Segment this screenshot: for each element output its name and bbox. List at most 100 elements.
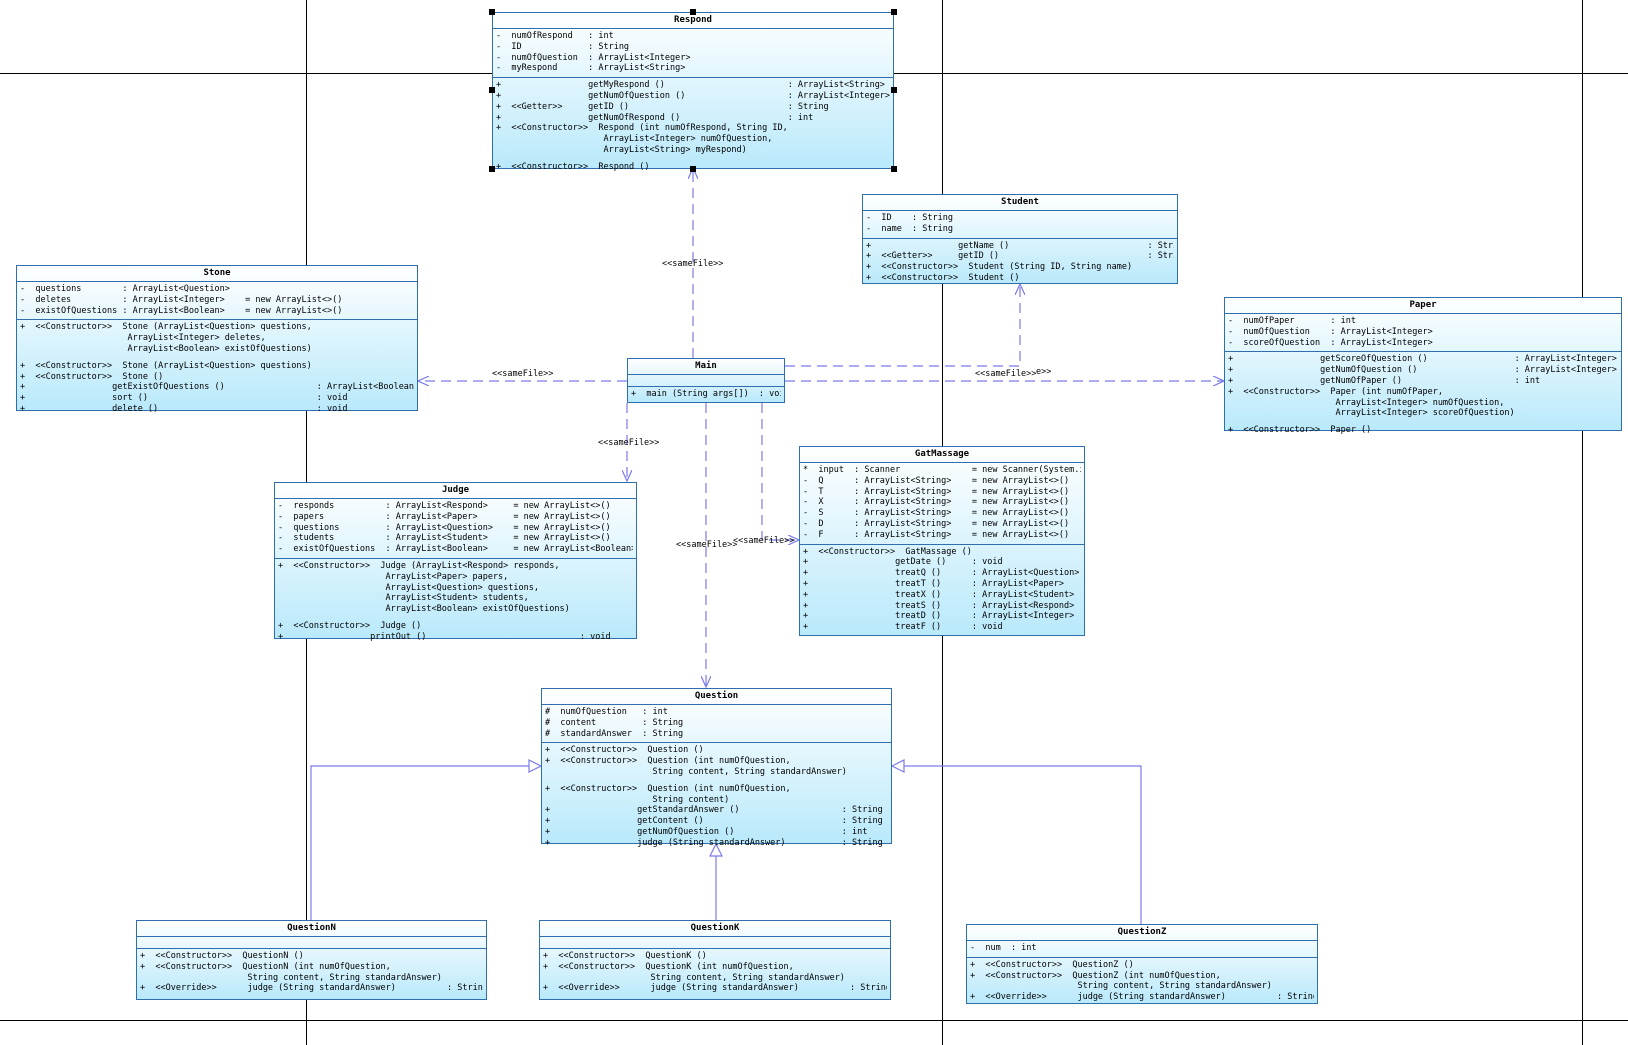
selection-handle-w[interactable] [489, 87, 495, 93]
class-questionz[interactable]: QuestionZ- num : int+ <<Constructor>> Qu… [966, 924, 1318, 1004]
attribute-row[interactable]: - name : String [866, 223, 953, 234]
attribute-row[interactable]: - F : ArrayList<String> = new ArrayList<… [803, 529, 1070, 540]
attribute-row[interactable]: - D : ArrayList<String> = new ArrayList<… [803, 518, 1070, 529]
attribute-row[interactable]: # content : String [545, 717, 684, 728]
class-questionn[interactable]: QuestionN+ <<Constructor>> QuestionN ()+… [136, 920, 487, 1000]
operation-row[interactable]: + <<Constructor>> GatMassage () [803, 546, 972, 557]
operation-row[interactable]: + judge (String standardAnswer) : String [545, 837, 883, 848]
attribute-row[interactable]: - scoreOfQuestion : ArrayList<Integer> [1228, 337, 1433, 348]
operation-row[interactable]: + getMyRespond () : ArrayList<String> [496, 80, 885, 91]
selection-handle-s[interactable] [690, 166, 696, 172]
operation-row[interactable]: ArrayList<Question> questions, [278, 582, 539, 593]
operation-row[interactable]: + treatF () : void [803, 622, 1003, 633]
attribute-row[interactable]: - students : ArrayList<Student> = new Ar… [278, 533, 611, 544]
operation-row[interactable]: + getName () : String [866, 240, 1174, 251]
operation-row[interactable]: + <<Constructor>> Judge (ArrayList<Respo… [278, 560, 560, 571]
class-student[interactable]: Student- ID : String- name : String+ get… [862, 194, 1178, 284]
operation-row[interactable]: String content, String standardAnswer) [543, 972, 845, 983]
operation-row[interactable]: + treatQ () : ArrayList<Question> [803, 568, 1080, 579]
operation-row[interactable]: ArrayList<Boolean> existOfQuestions) [278, 604, 570, 615]
attribute-row[interactable]: - existOfQuestions : ArrayList<Boolean> … [20, 305, 343, 316]
attribute-row[interactable]: # numOfQuestion : int [545, 707, 668, 717]
operation-row[interactable]: + <<Constructor>> QuestionK (int numOfQu… [543, 961, 794, 972]
attribute-row[interactable]: - deletes : ArrayList<Integer> = new Arr… [20, 294, 343, 305]
operation-row[interactable]: + <<Constructor>> QuestionZ () [970, 959, 1134, 970]
attribute-row[interactable]: - T : ArrayList<String> = new ArrayList<… [803, 486, 1070, 497]
selection-handle-se[interactable] [891, 166, 897, 172]
operation-row[interactable]: + <<Constructor>> QuestionZ (int numOfQu… [970, 970, 1221, 981]
attribute-row[interactable]: - myRespond : ArrayList<String> [496, 63, 686, 74]
operation-row[interactable]: + main (String args[]) : void [631, 389, 781, 399]
operation-row[interactable]: ArrayList<Integer> scoreOfQuestion) [1228, 408, 1515, 419]
operation-row[interactable]: + treatT () : ArrayList<Paper> [803, 578, 1064, 589]
operation-row[interactable]: + <<Constructor>> Respond (int numOfResp… [496, 123, 788, 134]
attribute-row[interactable]: - S : ArrayList<String> = new ArrayList<… [803, 508, 1070, 519]
attribute-row[interactable]: - ID : String [866, 213, 953, 223]
operation-row[interactable]: String content, String standardAnswer) [545, 766, 847, 777]
operation-row[interactable]: ArrayList<Integer> numOfQuestion, [496, 134, 773, 145]
operation-row[interactable]: ArrayList<Paper> papers, [278, 571, 509, 582]
operation-row[interactable]: + <<Constructor>> QuestionK () [543, 951, 707, 961]
operation-row[interactable]: + getContent () : String [545, 816, 883, 827]
operation-row[interactable]: String content, String standardAnswer) [140, 972, 442, 983]
attribute-row[interactable]: - X : ArrayList<String> = new ArrayList<… [803, 497, 1070, 508]
operation-row[interactable]: + <<Constructor>> Question (int numOfQue… [545, 756, 791, 767]
operation-row[interactable]: + <<Constructor>> Paper () [1228, 425, 1372, 436]
operation-row[interactable]: + getNumOfQuestion () : ArrayList<Intege… [496, 90, 890, 101]
operation-row[interactable]: + <<Constructor>> Paper (int numOfPaper, [1228, 386, 1443, 397]
operation-row[interactable]: ArrayList<Integer> deletes, [20, 333, 266, 344]
operation-row[interactable]: + <<Constructor>> Question (int numOfQue… [545, 783, 791, 794]
operation-row[interactable]: + getExistOfQuestions () : ArrayList<Boo… [20, 382, 414, 393]
operation-row[interactable]: + <<Constructor>> QuestionN (int numOfQu… [140, 961, 391, 972]
operation-row[interactable]: + <<Constructor>> Stone (ArrayList<Quest… [20, 360, 312, 371]
attribute-row[interactable]: - numOfPaper : int [1228, 316, 1356, 326]
attribute-row[interactable]: - num : int [970, 943, 1037, 953]
operation-row[interactable]: + <<Override>> judge (String standardAns… [140, 983, 483, 994]
class-gatmassage[interactable]: GatMassage* input : Scanner = new Scanne… [799, 446, 1085, 636]
attribute-row[interactable]: # standardAnswer : String [545, 728, 684, 739]
class-judge[interactable]: Judge- responds : ArrayList<Respond> = n… [274, 482, 637, 642]
operation-row[interactable]: + <<Constructor>> Student () [866, 272, 1020, 283]
operation-row[interactable]: + getNumOfRespond () : int [496, 112, 814, 123]
attribute-row[interactable]: - questions : ArrayList<Question> [20, 284, 230, 294]
operation-row[interactable]: + <<Constructor>> Respond () [496, 161, 650, 172]
operation-row[interactable]: + getStandardAnswer () : String [545, 805, 883, 816]
operation-row[interactable]: + <<Constructor>> Judge () [278, 620, 422, 631]
operation-row[interactable]: String content) [545, 794, 730, 805]
attribute-row[interactable]: - papers : ArrayList<Paper> = new ArrayL… [278, 511, 611, 522]
class-question[interactable]: Question# numOfQuestion : int# content :… [541, 688, 892, 848]
operation-row[interactable]: + sort () : void [20, 393, 348, 404]
attribute-row[interactable]: - Q : ArrayList<String> = new ArrayList<… [803, 475, 1070, 486]
selection-handle-e[interactable] [891, 87, 897, 93]
operation-row[interactable]: + getScoreOfQuestion () : ArrayList<Inte… [1228, 354, 1617, 365]
operation-row[interactable]: + treatS () : ArrayList<Respond> [803, 600, 1075, 611]
operation-row[interactable]: + printOut () : void [278, 631, 611, 642]
operation-row[interactable]: + <<Constructor>> Stone (ArrayList<Quest… [20, 322, 312, 333]
operation-row[interactable]: + <<Getter>> getID () : String [496, 101, 829, 112]
operation-row[interactable]: + <<Override>> judge (String standardAns… [970, 992, 1314, 1003]
attribute-row[interactable]: - questions : ArrayList<Question> = new … [278, 522, 611, 533]
class-stone[interactable]: Stone- questions : ArrayList<Question>- … [16, 265, 418, 414]
operation-row[interactable]: + delete () : void [20, 403, 348, 414]
attribute-row[interactable]: - numOfQuestion : ArrayList<Integer> [1228, 326, 1433, 337]
operation-row[interactable]: String content, String standardAnswer) [970, 981, 1272, 992]
operation-row[interactable]: + getNumOfQuestion () : int [545, 826, 868, 837]
operation-row[interactable]: + getNumOfPaper () : int [1228, 375, 1541, 386]
operation-row[interactable]: + <<Getter>> getID () : String [866, 251, 1174, 262]
class-paper[interactable]: Paper- numOfPaper : int- numOfQuestion :… [1224, 297, 1622, 435]
class-respond[interactable]: Respond- numOfRespond : int- ID : String… [492, 12, 894, 172]
operation-row[interactable]: + treatD () : ArrayList<Integer> [803, 611, 1075, 622]
attribute-row[interactable]: - numOfQuestion : ArrayList<Integer> [496, 52, 691, 63]
operation-row[interactable]: + <<Constructor>> Question () [545, 745, 704, 756]
operation-row[interactable]: + <<Constructor>> QuestionN () [140, 951, 304, 961]
operation-row[interactable]: + getNumOfQuestion () : ArrayList<Intege… [1228, 365, 1617, 376]
operation-row[interactable]: + <<Override>> judge (String standardAns… [543, 983, 887, 994]
operation-row[interactable]: + treatX () : ArrayList<Student> [803, 589, 1075, 600]
selection-handle-sw[interactable] [489, 166, 495, 172]
operation-row[interactable]: ArrayList<Integer> numOfQuestion, [1228, 397, 1505, 408]
operation-row[interactable]: + getDate () : void [803, 557, 1003, 568]
attribute-row[interactable]: - existOfQuestions : ArrayList<Boolean> … [278, 544, 633, 555]
selection-handle-ne[interactable] [891, 9, 897, 15]
operation-row[interactable]: ArrayList<String> myRespond) [496, 144, 747, 155]
operation-row[interactable]: ArrayList<Boolean> existOfQuestions) [20, 343, 312, 354]
